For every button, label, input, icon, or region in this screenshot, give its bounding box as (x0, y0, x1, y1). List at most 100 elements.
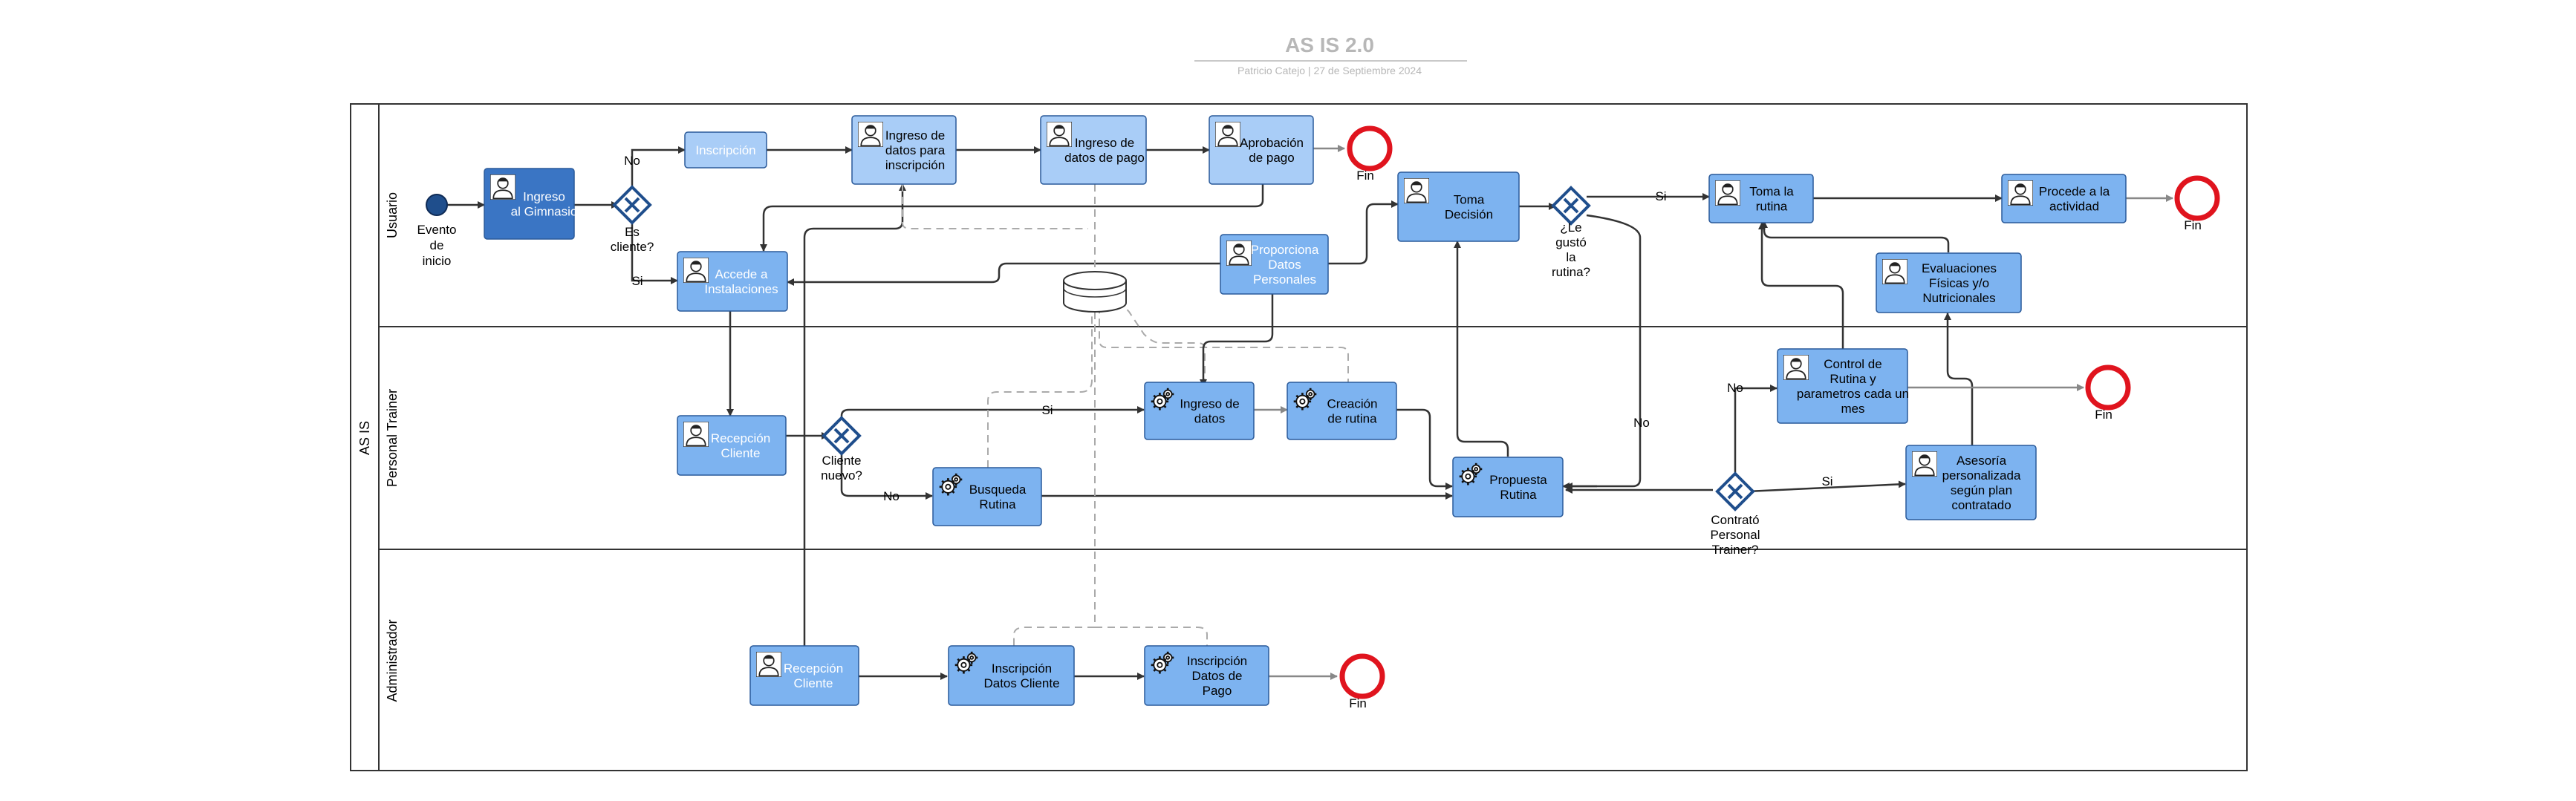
fin1-label: Fin (1356, 169, 1374, 183)
fin1-end-event[interactable]: Fin (1347, 125, 1393, 183)
user-icon (683, 258, 709, 283)
edge-gateway-inscripcion (631, 146, 686, 192)
edge-asesoria-evaluaciones (1944, 313, 1974, 445)
fin3-label: Fin (2095, 408, 2112, 422)
assoc-db-inscripcion (1013, 312, 1096, 648)
inscripcion-label: Inscripción (695, 143, 755, 157)
diagram-title: AS IS 2.0 (1285, 33, 1374, 56)
user-icon (756, 652, 781, 677)
asesoria-box (1905, 445, 2037, 520)
lane-label-admin: Administrador (385, 619, 400, 702)
gateway-x-icon (833, 428, 850, 444)
lane-label-usuario: Usuario (385, 192, 400, 238)
fin4-label: Fin (1349, 696, 1367, 710)
user-icon (1215, 122, 1240, 147)
label-si-ingreso: Si (1041, 403, 1053, 417)
edge-gateway-no (1565, 214, 1642, 490)
creacion-rutina-box (1287, 382, 1397, 440)
edge-control-tomarutina (1758, 222, 1844, 349)
busqueda-rutina-box (932, 467, 1042, 526)
start-event-circle (426, 194, 448, 216)
lane-label-trainer: Personal Trainer (385, 389, 400, 487)
user-icon (490, 174, 515, 200)
label-no-busqueda: No (883, 489, 900, 503)
user-icon (1715, 180, 1740, 206)
fin2-label: Fin (2184, 218, 2202, 232)
gateway-x-icon (1563, 197, 1579, 214)
gateway-x-icon (624, 197, 640, 213)
end-event-circle (2085, 364, 2131, 411)
end-event-circle (2174, 175, 2220, 221)
edge-proporciona-ingreso (1200, 282, 1274, 387)
propuesta-rutina-box (1452, 457, 1564, 517)
fin2-end-event[interactable]: Fin (2174, 175, 2220, 232)
edge-gateway-accede (631, 218, 678, 284)
inscripcion-task[interactable]: Inscripción (684, 131, 767, 169)
assoc-datos-db (902, 184, 1088, 229)
edge-gateway-busqueda (840, 449, 933, 500)
inscripcion-datos-cliente-box (948, 645, 1075, 706)
fin4-end-event[interactable]: Fin (1339, 653, 1385, 710)
edge-proporciona-accede (787, 262, 1220, 286)
inscripcion-datos-pago-box (1144, 645, 1269, 706)
gateway-x-icon (1727, 483, 1743, 500)
end-event-circle (1347, 125, 1393, 171)
edge-evaluaciones-tomarutina (1760, 220, 1950, 252)
edges (447, 145, 2173, 680)
end-event-circle (1339, 653, 1385, 699)
user-icon (1047, 122, 1072, 147)
user-icon (1783, 355, 1809, 380)
edge-gateway-control (1734, 385, 1777, 477)
fin3-end-event[interactable]: Fin (2085, 364, 2131, 422)
edge-aprobacion-accede (760, 184, 1264, 252)
user-icon (1226, 241, 1252, 266)
pool-label: AS IS (357, 421, 372, 455)
edge-proporciona-decision (1328, 200, 1399, 265)
database-icon (1063, 271, 1127, 313)
label-no-propuesta: No (1633, 416, 1650, 430)
label-no-control: No (1727, 381, 1743, 395)
